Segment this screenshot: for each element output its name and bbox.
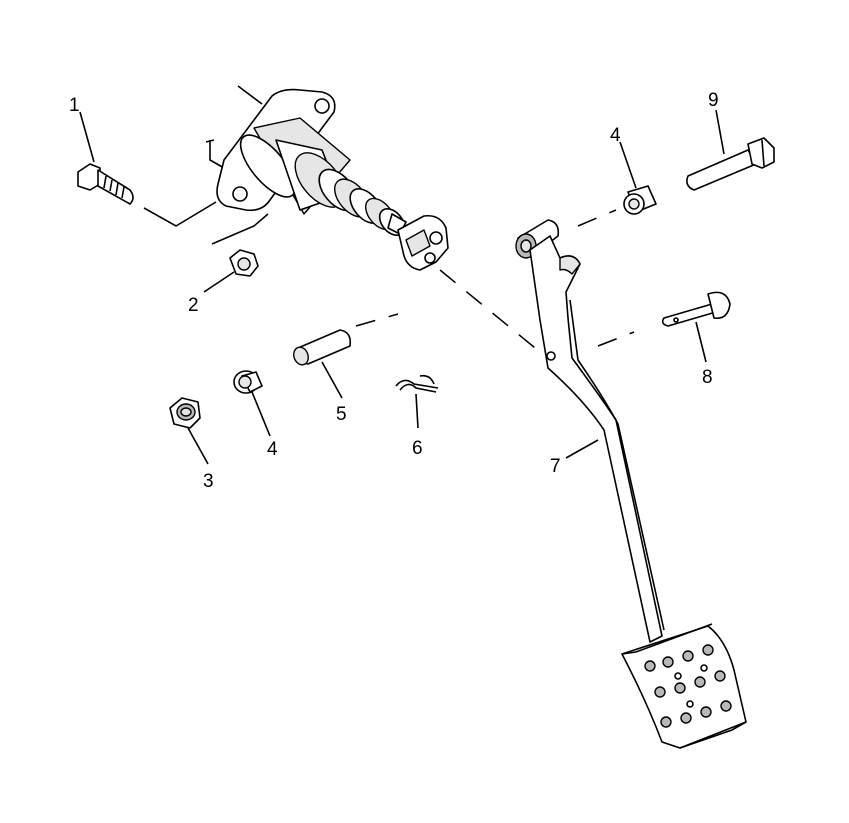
part-1-bolt (77, 163, 134, 205)
part-6-cotter-pin (395, 374, 439, 393)
callout-7: 7 (550, 456, 561, 477)
callout-3: 3 (203, 471, 214, 492)
callout-4-upper: 4 (610, 125, 621, 146)
part-9-bolt (686, 137, 775, 191)
part-5-sleeve (293, 329, 352, 366)
part-7-brake-pedal (515, 219, 747, 749)
part-2-nut (229, 249, 259, 277)
callout-9: 9 (708, 90, 719, 111)
part-3-nut (169, 397, 201, 429)
pedal-pad-holes (644, 644, 732, 728)
callout-6: 6 (412, 438, 423, 459)
callout-5: 5 (336, 404, 347, 425)
callout-4-lower: 4 (267, 439, 278, 460)
callout-8: 8 (702, 367, 713, 388)
leader-lines (79, 109, 725, 465)
callouts: 1 2 3 4 4 5 6 7 8 9 (69, 90, 719, 492)
master-cylinder (205, 85, 449, 271)
assembly-lines (143, 201, 635, 353)
part-8-clevis-pin (661, 291, 731, 327)
part-4-bushing-lower (233, 370, 263, 394)
callout-1: 1 (69, 95, 80, 116)
part-4-bushing-upper (623, 185, 657, 215)
callout-2: 2 (188, 295, 199, 316)
